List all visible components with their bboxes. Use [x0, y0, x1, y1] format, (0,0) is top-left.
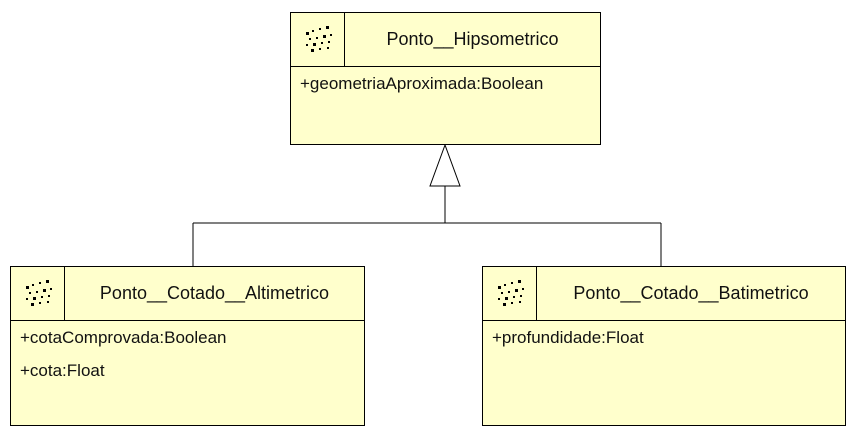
attribute: +cotaComprovada:Boolean	[20, 328, 227, 347]
icon-dot	[513, 296, 515, 298]
icon-dot	[50, 288, 52, 290]
class-name: Ponto__Cotado__Altimetrico	[99, 283, 330, 303]
class-ponto-cotado-batimetrico[interactable]: Ponto__Cotado__Batimetrico +profundidade…	[482, 266, 846, 426]
icon-dot	[39, 282, 41, 284]
icon-dot	[518, 280, 521, 283]
class-name: Ponto__Hipsometrico	[386, 29, 559, 49]
icon-dot	[306, 32, 309, 35]
attribute: +geometriaAproximada:Boolean	[300, 74, 544, 93]
class-ponto-cotado-altimetrico[interactable]: Ponto__Cotado__Altimetrico +cotaComprova…	[10, 266, 365, 426]
class-name: Ponto__Cotado__Batimetrico	[573, 283, 809, 303]
class-header: Ponto__Hipsometrico	[291, 13, 600, 67]
icon-dot	[511, 302, 513, 304]
icon-dot	[311, 49, 314, 52]
icon-dot	[520, 295, 522, 297]
generalization-arrowhead	[429, 143, 461, 187]
icon-dot	[511, 282, 513, 284]
feature-type-icon	[483, 267, 537, 320]
icon-dot	[519, 301, 521, 303]
icon-dot	[312, 30, 314, 32]
icon-dot	[41, 296, 43, 298]
icon-dot	[316, 37, 318, 39]
class-ponto-hipsometrico[interactable]: Ponto__Hipsometrico +geometriaAproximada…	[290, 12, 601, 145]
icon-dot	[505, 297, 508, 300]
icon-dot	[522, 288, 524, 290]
class-header: Ponto__Cotado__Batimetrico	[483, 267, 845, 321]
attribute-list: +cotaComprovada:Boolean +cota:Float	[11, 321, 364, 393]
icon-dot	[330, 34, 332, 36]
icon-dot	[313, 43, 316, 46]
icon-dot	[321, 42, 323, 44]
icon-dot	[319, 48, 321, 50]
icon-dot	[328, 41, 330, 43]
icon-dot	[515, 289, 518, 292]
icon-dot	[31, 303, 34, 306]
icon-dot	[43, 289, 46, 292]
icon-dot	[508, 291, 510, 293]
feature-type-icon	[291, 13, 345, 66]
icon-dot	[498, 298, 500, 300]
icon-dot	[503, 303, 506, 306]
attribute-list: +profundidade:Float	[483, 321, 845, 360]
icon-dot	[46, 280, 49, 283]
icon-dot	[26, 286, 29, 289]
icon-dot	[326, 26, 329, 29]
icon-dot	[327, 47, 329, 49]
icon-dot	[32, 284, 34, 286]
icon-dot	[47, 301, 49, 303]
icon-dot	[498, 286, 501, 289]
icon-dot	[29, 292, 31, 294]
icon-dot	[33, 297, 36, 300]
class-header: Ponto__Cotado__Altimetrico	[11, 267, 364, 321]
attribute-list: +geometriaAproximada:Boolean	[291, 67, 600, 106]
icon-dot	[501, 292, 503, 294]
icon-dot	[36, 291, 38, 293]
icon-dot	[39, 302, 41, 304]
icon-dot	[504, 284, 506, 286]
icon-dot	[323, 35, 326, 38]
attribute: +cota:Float	[20, 361, 105, 380]
icon-dot	[306, 44, 308, 46]
icon-dot	[309, 38, 311, 40]
icon-dot	[319, 28, 321, 30]
icon-dot	[48, 295, 50, 297]
feature-type-icon	[11, 267, 65, 320]
attribute: +profundidade:Float	[492, 328, 644, 347]
icon-dot	[26, 298, 28, 300]
